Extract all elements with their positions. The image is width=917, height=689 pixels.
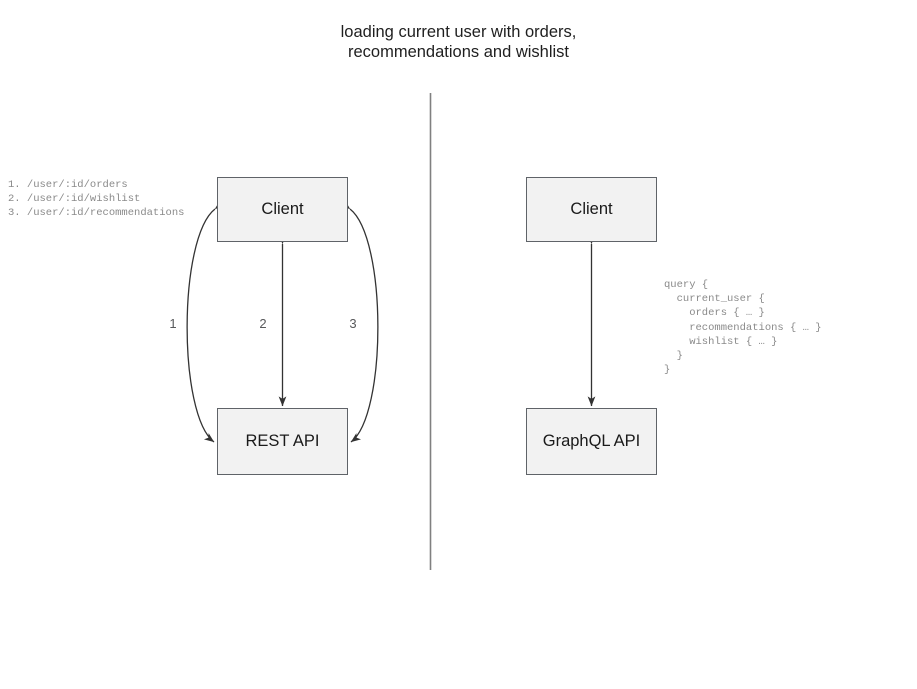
node-client-graphql[interactable]: Client: [526, 177, 657, 242]
edge-label-2: 2: [259, 316, 267, 331]
edge-label-3: 3: [349, 316, 357, 331]
rest-endpoint-list: 1. /user/:id/orders 2. /user/:id/wishlis…: [8, 179, 185, 220]
graphql-query-block: query { current_user { orders { … } reco…: [664, 279, 822, 377]
edge-label-1: 1: [169, 316, 177, 331]
node-graphql-api[interactable]: GraphQL API: [526, 408, 657, 475]
node-client-rest[interactable]: Client: [217, 177, 348, 242]
edge-1-path: [186, 199, 225, 443]
node-rest-api[interactable]: REST API: [217, 408, 348, 475]
page-title: loading current user with orders, recomm…: [340, 23, 577, 61]
